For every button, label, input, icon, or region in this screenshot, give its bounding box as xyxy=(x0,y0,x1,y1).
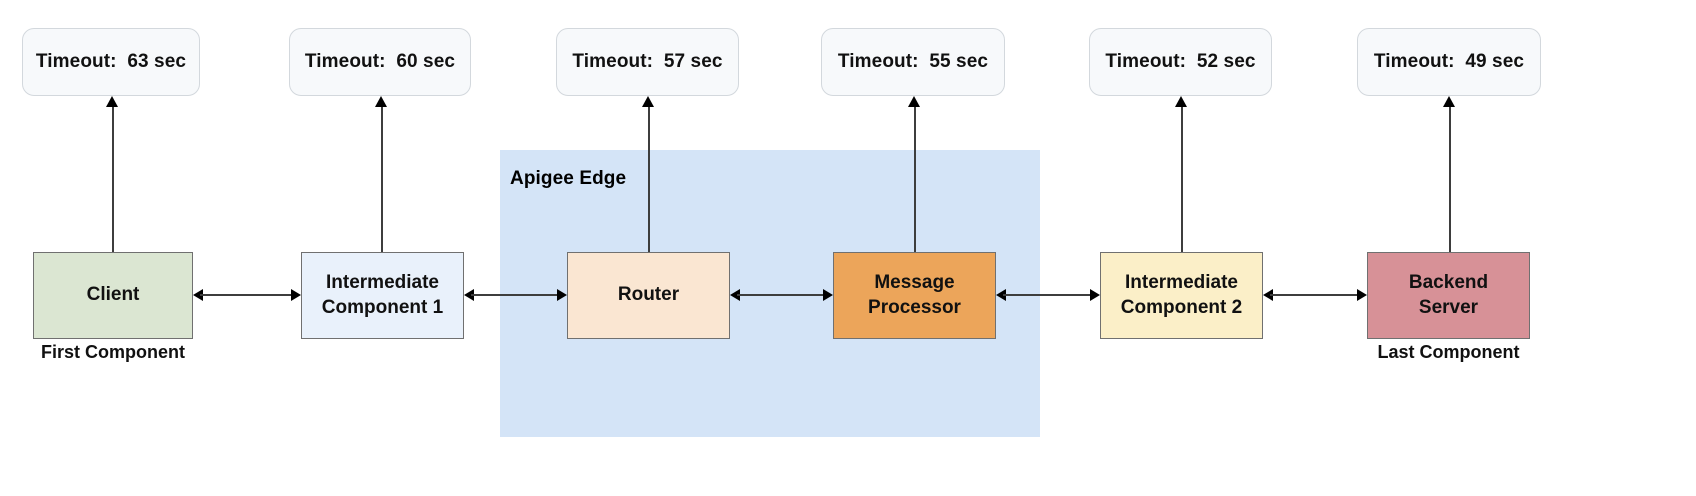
timeout-label-router: Timeout: 57 sec xyxy=(572,51,723,72)
arrow-left-icon xyxy=(464,289,474,301)
timeout-label-intermediate-component-1: Timeout: 60 sec xyxy=(304,51,456,72)
timeout-box-router: Timeout: 57 sec xyxy=(556,28,739,96)
timeout-box-intermediate-component-1: Timeout: 60 sec xyxy=(289,28,471,96)
connector-line xyxy=(471,294,560,296)
connector-line-message-processor-to-timeout xyxy=(914,107,916,253)
connector-arrow-backend-server-to-timeout xyxy=(1443,96,1455,107)
arrow-right-icon xyxy=(1090,289,1100,301)
connector-arrow-message-processor-to-timeout xyxy=(908,96,920,107)
timeout-label-intermediate-component-2: Timeout: 52 sec xyxy=(1105,51,1256,72)
connector-message-processor-to-intermediate-component-2 xyxy=(996,288,1100,302)
caption-first-component: First Component xyxy=(41,342,185,362)
arrow-left-icon xyxy=(996,289,1006,301)
arrow-right-icon xyxy=(291,289,301,301)
component-label-intermediate-component-2: Intermediate Component 2 xyxy=(1120,272,1243,318)
timeout-box-intermediate-component-2: Timeout: 52 sec xyxy=(1089,28,1272,96)
component-box-message-processor: Message Processor xyxy=(833,252,996,339)
connector-arrow-router-to-timeout xyxy=(642,96,654,107)
arrow-left-icon xyxy=(193,289,203,301)
arrow-left-icon xyxy=(730,289,740,301)
component-label-backend-server: Backend Server xyxy=(1408,272,1489,318)
timeout-box-message-processor: Timeout: 55 sec xyxy=(821,28,1005,96)
component-label-message-processor: Message Processor xyxy=(868,272,961,318)
arrow-right-icon xyxy=(1357,289,1367,301)
arrow-right-icon xyxy=(557,289,567,301)
connector-intermediate-component-2-to-backend-server xyxy=(1263,288,1367,302)
component-box-backend-server: Backend Server xyxy=(1367,252,1530,339)
arrow-right-icon xyxy=(823,289,833,301)
component-box-router: Router xyxy=(567,252,730,339)
connector-client-to-intermediate-component-1 xyxy=(193,288,301,302)
timeout-label-backend-server: Timeout: 49 sec xyxy=(1373,51,1525,72)
connector-router-to-message-processor xyxy=(730,288,833,302)
connector-arrow-intermediate-component-1-to-timeout xyxy=(375,96,387,107)
timeout-box-client: Timeout: 63 sec xyxy=(22,28,200,96)
timeout-box-backend-server: Timeout: 49 sec xyxy=(1357,28,1541,96)
component-label-client: Client xyxy=(86,284,140,306)
connector-line xyxy=(200,294,294,296)
connector-line-intermediate-component-1-to-timeout xyxy=(381,107,383,253)
connector-line-client-to-timeout xyxy=(112,107,114,253)
connector-line xyxy=(1003,294,1093,296)
connector-line-intermediate-component-2-to-timeout xyxy=(1181,107,1183,253)
connector-line xyxy=(737,294,826,296)
connector-intermediate-component-1-to-router xyxy=(464,288,567,302)
component-box-client: Client xyxy=(33,252,193,339)
apigee-edge-group-label: Apigee Edge xyxy=(510,168,627,189)
connector-arrow-client-to-timeout xyxy=(106,96,118,107)
timeout-label-client: Timeout: 63 sec xyxy=(35,51,187,72)
connector-arrow-intermediate-component-2-to-timeout xyxy=(1175,96,1187,107)
component-box-intermediate-component-1: Intermediate Component 1 xyxy=(301,252,464,339)
component-label-intermediate-component-1: Intermediate Component 1 xyxy=(321,272,444,318)
connector-line-backend-server-to-timeout xyxy=(1449,107,1451,253)
component-box-intermediate-component-2: Intermediate Component 2 xyxy=(1100,252,1263,339)
connector-line-router-to-timeout xyxy=(648,107,650,253)
connector-line xyxy=(1270,294,1360,296)
caption-last-component: Last Component xyxy=(1377,342,1520,362)
arrow-left-icon xyxy=(1263,289,1273,301)
component-label-router: Router xyxy=(617,284,680,306)
timeout-label-message-processor: Timeout: 55 sec xyxy=(837,51,989,72)
